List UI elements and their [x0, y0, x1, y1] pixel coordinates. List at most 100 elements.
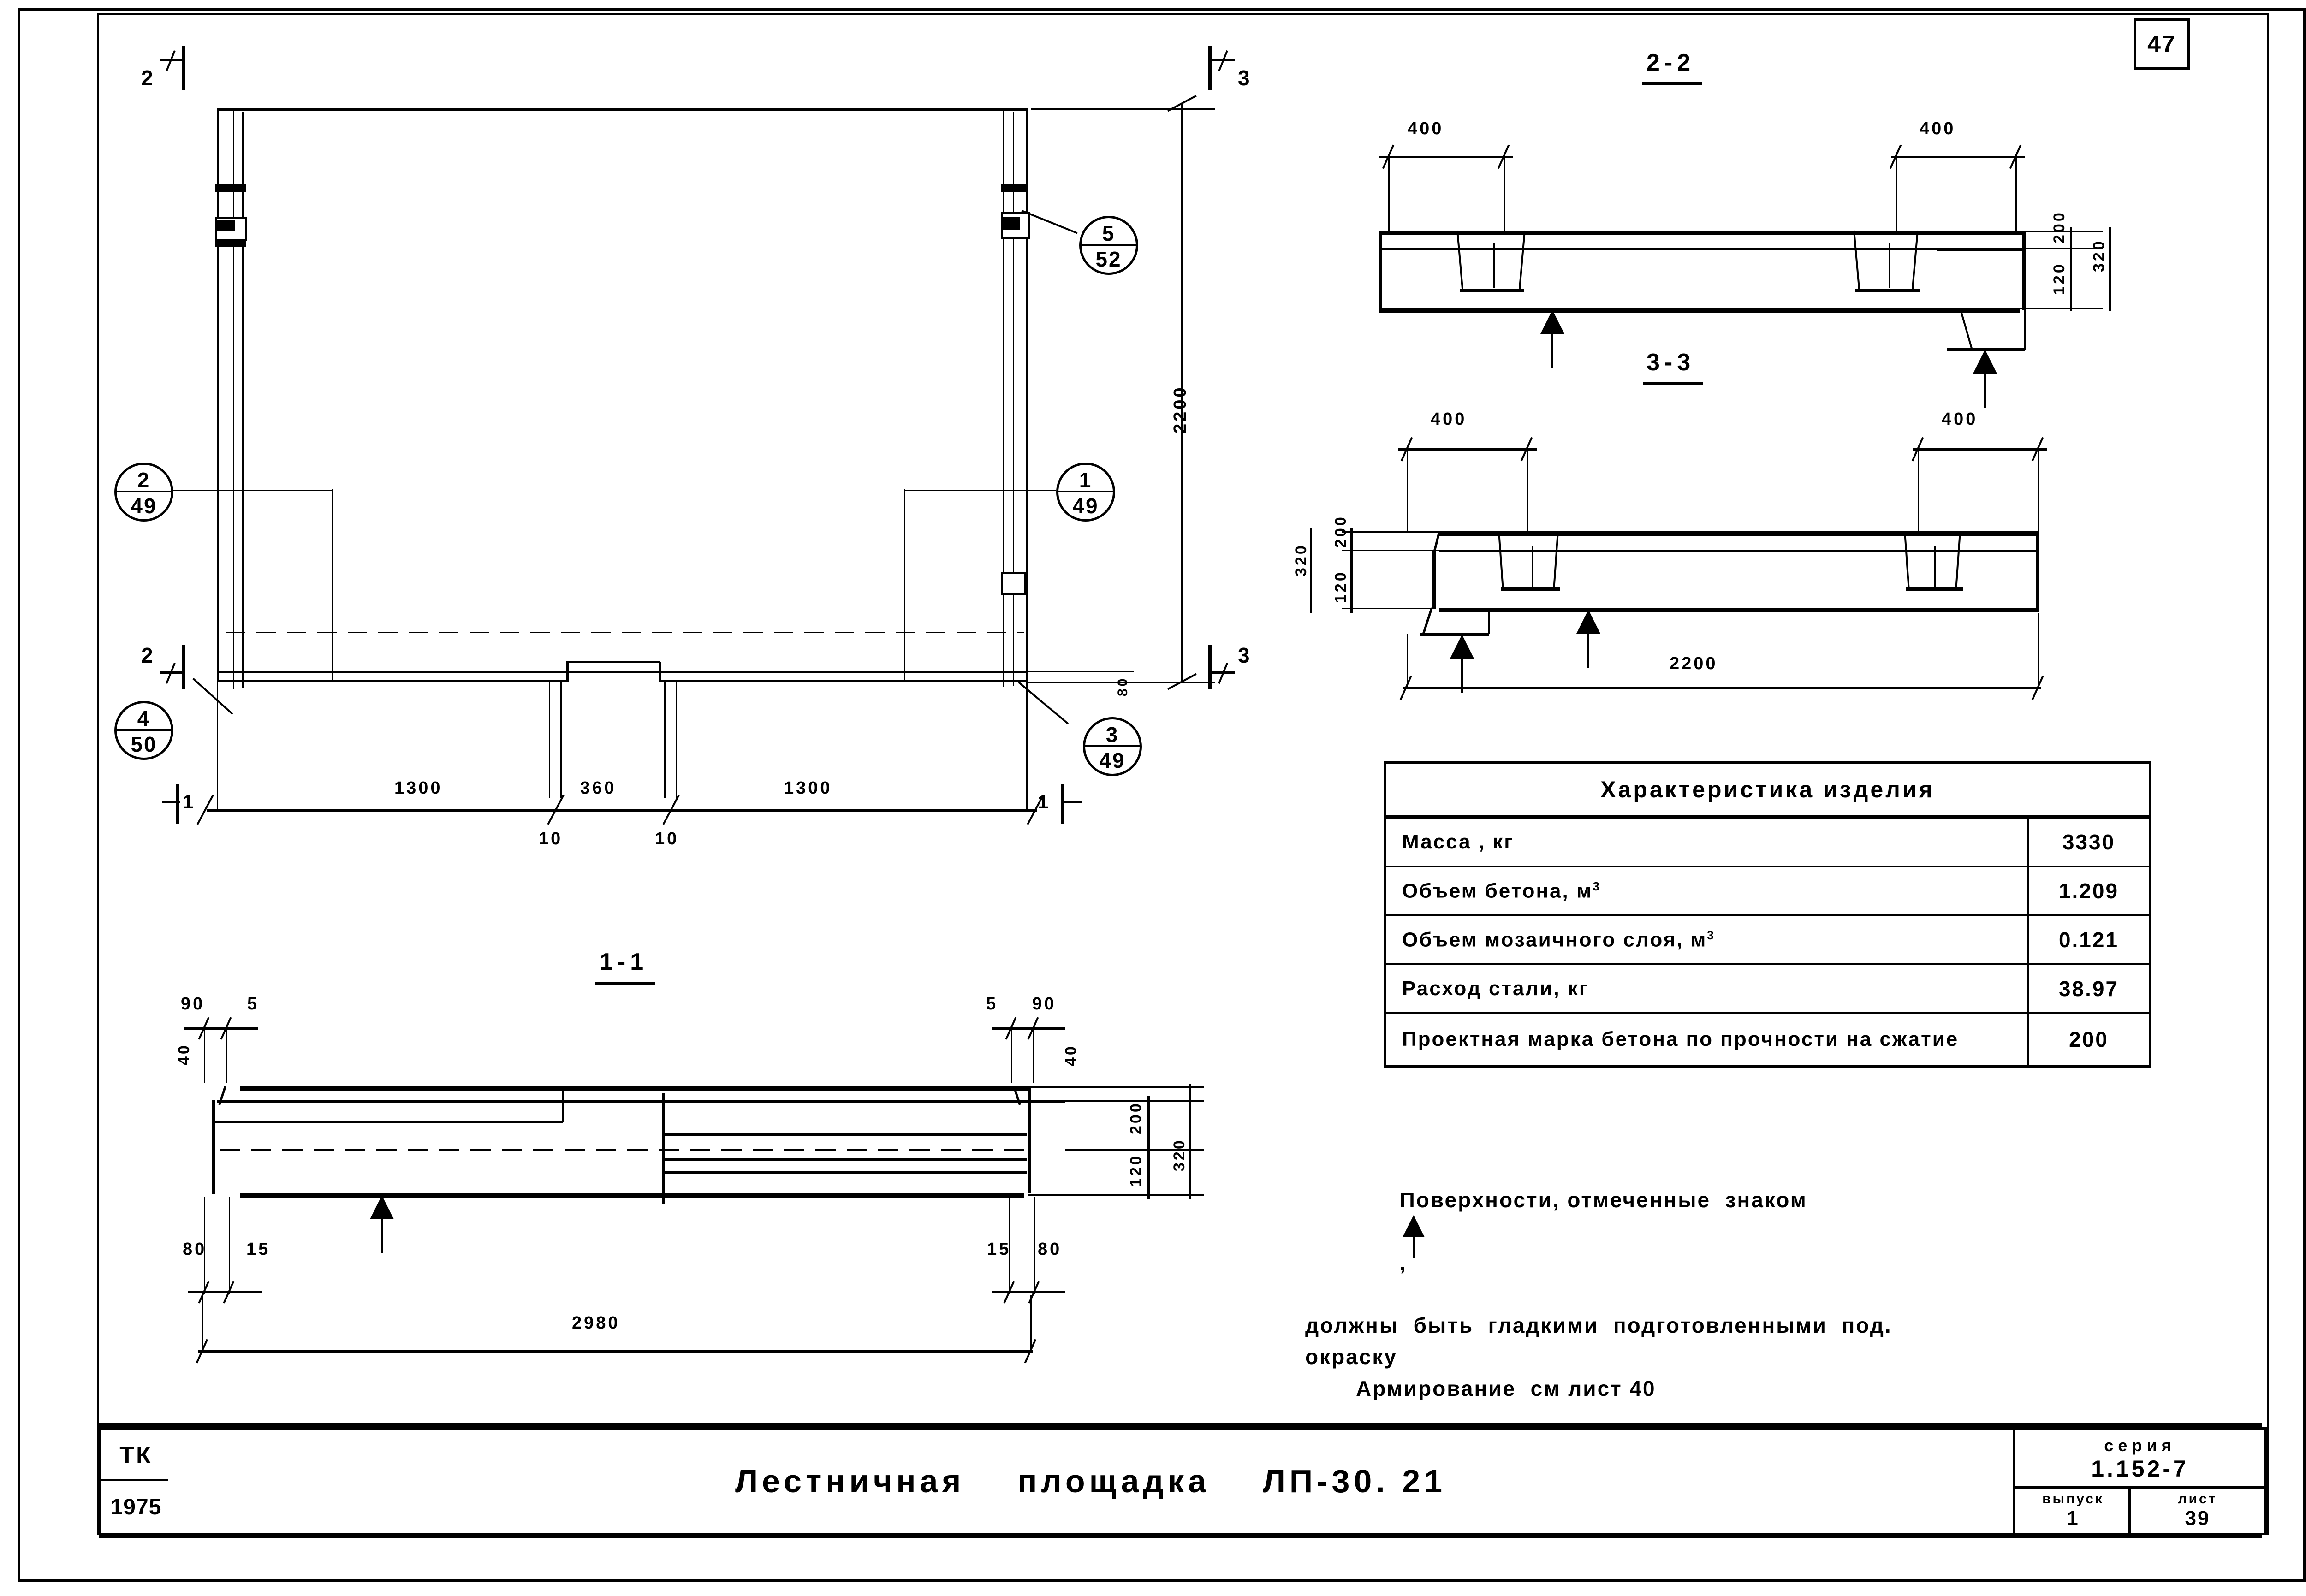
- s11-v-ext-3: [1065, 1149, 1204, 1151]
- title-block-list: лист 39: [2128, 1486, 2267, 1535]
- s11-ext-br1: [1009, 1197, 1010, 1294]
- table-row: Объем мозаичного слоя, м3 0.121: [1384, 914, 2151, 965]
- s22-top-face: [1379, 231, 2025, 235]
- row-label-concrete-grade: Проектная марка бетона по прочности на с…: [1384, 1012, 2029, 1067]
- s22-v-dimline-a: [2070, 227, 2072, 311]
- s33-pocket-l-side1: [1498, 531, 1504, 590]
- sheet-number: 47: [2147, 31, 2176, 58]
- plan-dim-10-left: 10: [539, 829, 563, 848]
- title-block-main: Лестничная площадка ЛП-30. 21: [168, 1427, 2013, 1535]
- callout-5-52[interactable]: 5 52: [1079, 216, 1138, 275]
- section-2-2-dim-120: 120: [2050, 262, 2068, 295]
- note-line-3: окраску: [1305, 1345, 1397, 1369]
- plan-anchor-left-1: [215, 184, 246, 192]
- s22-v-dimline-b: [2109, 227, 2111, 311]
- title-block: ТК 1975 Лестничная площадка ЛП-30. 21 се…: [99, 1423, 2267, 1538]
- s22-mosaic-line: [1379, 248, 2025, 250]
- plan-notch-step-right: [659, 662, 661, 682]
- plan-dim-line-v: [1181, 104, 1183, 682]
- plan-inner-left-b: [242, 112, 244, 688]
- s22-pocket-r-side2: [1911, 230, 1919, 291]
- table-header-row: Характеристика изделия: [1384, 761, 2151, 819]
- callout-4-50[interactable]: 4 50: [114, 701, 173, 760]
- section-3-3-dim-400-left: 400: [1431, 409, 1467, 429]
- row-value-concrete-grade: 200: [2027, 1012, 2151, 1067]
- s22-pocket-r-side1: [1853, 230, 1860, 291]
- finish-mark-icon: [1400, 1215, 1426, 1258]
- s11-ext-tl1: [204, 1027, 205, 1083]
- row-label-mosaic-volume: Объем мозаичного слоя, м3: [1384, 914, 2029, 965]
- sheet-number-box: 47: [2134, 18, 2190, 70]
- callout-divider: [1058, 491, 1113, 492]
- s22-pocket-l-bottom: [1460, 289, 1524, 292]
- s33-bottom-face: [1439, 608, 2039, 612]
- section-1-1-dim-5-right: 5: [986, 994, 998, 1014]
- callout-1-49[interactable]: 1 49: [1056, 463, 1115, 522]
- s33-ext-l1: [1407, 448, 1408, 533]
- section-3-3-dim-320: 320: [1292, 543, 1310, 576]
- plan-inner-right-a: [1003, 108, 1004, 687]
- plan-outline-right: [1026, 108, 1028, 680]
- note-line-1-tail: ,: [1399, 1251, 1407, 1275]
- section-2-2-dim-320: 320: [2090, 239, 2108, 272]
- plan-inner-right-b: [1013, 112, 1014, 686]
- row-value-concrete-volume: 1.209: [2027, 866, 2151, 916]
- notes-block: Поверхности, отмеченные знаком , должны …: [1305, 1153, 2158, 1404]
- section-1-1-dim-90-right: 90: [1032, 994, 1057, 1014]
- s11-v-ext-4: [1028, 1194, 1204, 1196]
- s11-ext-tl2: [226, 1027, 227, 1083]
- characteristics-table: Характеристика изделия Масса , кг 3330 О…: [1384, 761, 2151, 1068]
- s11-dimline-tr: [992, 1027, 1065, 1030]
- s22-step-right: [2024, 308, 2026, 350]
- plan-dim-80: 80: [1115, 676, 1130, 696]
- leader-4-50: [192, 678, 233, 715]
- callout-2-49[interactable]: 2 49: [114, 463, 173, 522]
- s11-joint-right: [662, 1093, 665, 1204]
- callout-divider: [1085, 745, 1140, 747]
- plan-dim-10-right: 10: [655, 829, 679, 848]
- callout-3-49[interactable]: 3 49: [1083, 717, 1142, 776]
- s33-ext-r2: [2038, 448, 2039, 533]
- s33-v-dimline-b: [1310, 528, 1312, 613]
- s22-ext-r1: [1896, 156, 1897, 233]
- plan-step-tick: [332, 489, 333, 490]
- plan-outline-left: [217, 108, 219, 680]
- s22-dimline-left: [1379, 156, 1513, 158]
- note-line-2: должны быть гладкими подготовленными под…: [1305, 1313, 1892, 1338]
- title-block-issue: выпуск 1: [2013, 1486, 2133, 1535]
- s22-v-ext-3: [1979, 308, 2103, 309]
- plan-anchor-left-4: [215, 240, 246, 247]
- plan-step-edge-right: [904, 489, 905, 682]
- s33-ext-r1: [1918, 448, 1919, 533]
- note-line-1: Поверхности, отмеченные знаком ,: [1305, 1153, 2158, 1310]
- section-3-3-dim-400-right: 400: [1942, 409, 1978, 429]
- section-1-1-dim-40-right: 40: [1062, 1044, 1080, 1066]
- section-1-1-dim-120: 120: [1127, 1154, 1145, 1187]
- s22-ext-l2: [1504, 156, 1505, 233]
- s11-v-dimline-a: [1147, 1096, 1150, 1199]
- section-1-1-dim-2980: 2980: [572, 1313, 620, 1333]
- section-1-1-dim-200: 200: [1127, 1101, 1145, 1134]
- section-3-3-view: 3-3 400 400: [1268, 341, 2168, 700]
- s33-pocket-l-center: [1532, 546, 1533, 588]
- plan-step-edge-left: [332, 489, 333, 682]
- callout-divider: [1082, 244, 1136, 246]
- s33-ext-l2: [1527, 448, 1528, 533]
- s11-ext-bl2: [229, 1197, 230, 1294]
- s33-total-dimline: [1403, 687, 2041, 689]
- s11-ext-br2: [1034, 1197, 1035, 1294]
- s33-pocket-r-center: [1934, 546, 1936, 588]
- s33-pocket-r-side2: [1955, 531, 1961, 590]
- title-block-tk: ТК: [99, 1427, 173, 1483]
- row-label-steel: Расход стали, кг: [1384, 963, 2029, 1014]
- list-value: 39: [2185, 1507, 2211, 1530]
- section-1-1-dim-80-left: 80: [183, 1240, 207, 1259]
- section-3-3-title: 3-3: [1646, 349, 1695, 376]
- s11-joint-left: [562, 1086, 564, 1122]
- table-row: Масса , кг 3330: [1384, 816, 2151, 867]
- section-2-2-dim-200: 200: [2050, 210, 2068, 243]
- superscript: 3: [1593, 879, 1601, 893]
- row-value-mosaic-volume: 0.121: [2027, 914, 2151, 965]
- table-row: Объем бетона, м3 1.209: [1384, 866, 2151, 916]
